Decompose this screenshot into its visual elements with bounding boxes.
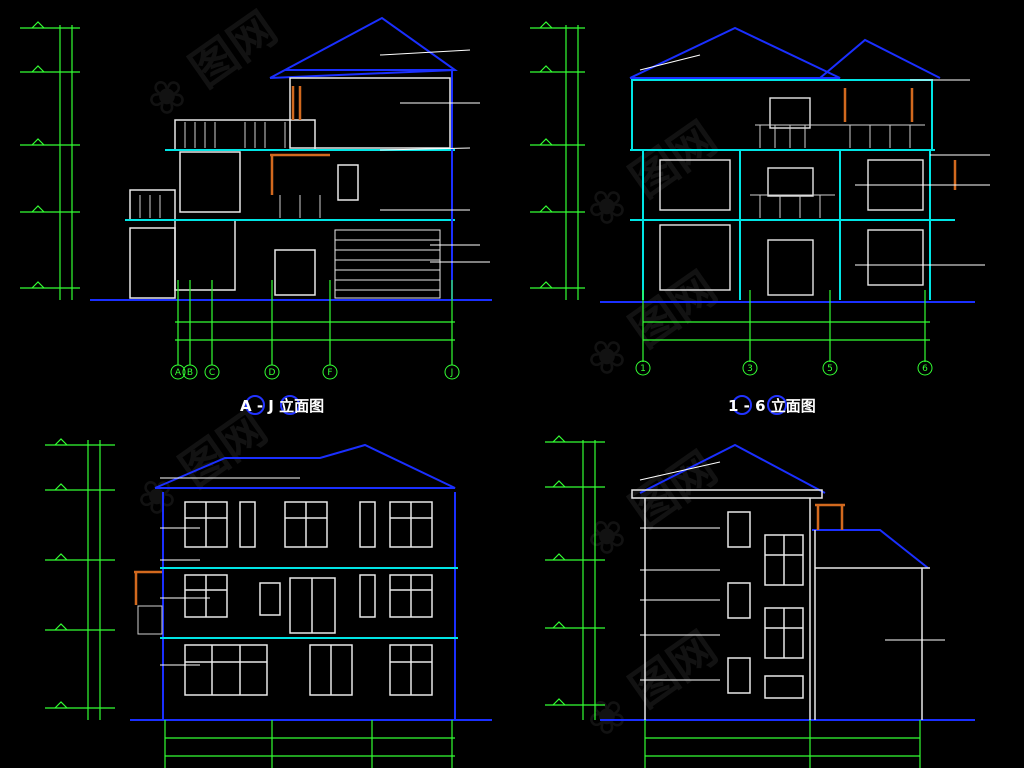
elevation-1-6: 1 3 5 6 1 - 6 立面图 bbox=[530, 21, 990, 415]
elevation-bottom-right bbox=[545, 435, 975, 768]
drawing-title: A - J 立面图 bbox=[240, 397, 324, 415]
axis-label: D bbox=[269, 368, 276, 378]
axis-label: J bbox=[450, 368, 454, 378]
elevation-bottom-left bbox=[45, 438, 492, 768]
axis-label: F bbox=[327, 368, 332, 378]
axis-label: C bbox=[209, 368, 215, 378]
axis-label: B bbox=[187, 368, 193, 378]
axis-label: 5 bbox=[827, 364, 833, 374]
svg-text:❀ 图网: ❀ 图网 bbox=[135, 1, 286, 129]
axis-bubbles-a-j: A B C D F J bbox=[170, 364, 460, 380]
dimension-chain-bottom bbox=[175, 280, 455, 365]
axis-label: 1 bbox=[640, 364, 646, 374]
drawing-title: 1 - 6 立面图 bbox=[728, 397, 816, 415]
svg-text:❀ 图网: ❀ 图网 bbox=[575, 261, 726, 389]
axis-label: 3 bbox=[747, 364, 753, 374]
dimension-chain-left bbox=[20, 21, 80, 300]
svg-text:❀ 图网: ❀ 图网 bbox=[575, 621, 726, 749]
elevation-a-j: A B C D F J A - J 立面图 bbox=[20, 16, 492, 415]
watermark-layer: ❀ 图网 ❀ 图网 ❀ 图网 ❀ 图网 ❀ 图网 ❀ 图网 bbox=[125, 1, 726, 749]
axis-label: 6 bbox=[922, 364, 928, 374]
svg-text:❀ 图网: ❀ 图网 bbox=[125, 401, 276, 529]
axis-bubbles-1-6: 1 3 5 6 bbox=[635, 360, 933, 376]
axis-label: A bbox=[175, 368, 182, 378]
